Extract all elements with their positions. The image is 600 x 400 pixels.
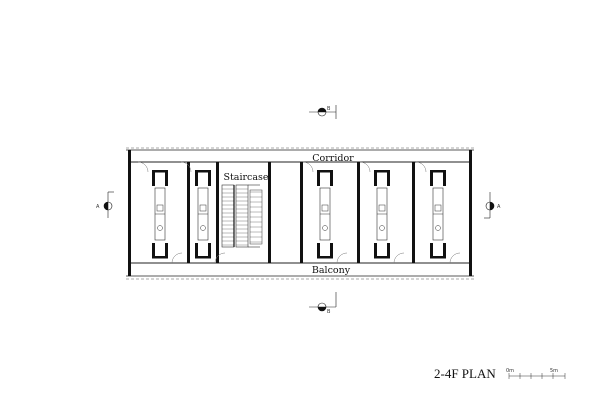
unit-partitions [187,162,415,263]
section-marker-right: A [484,192,501,219]
stair-flight [249,189,263,245]
door-swing [393,252,405,264]
door-swing [336,252,348,264]
wall-stub [195,243,198,258]
staircase-label: Staircase [223,172,268,183]
wall-stub [165,170,168,186]
door-swing [302,161,314,173]
scale-bar-end-label: 5m [550,368,558,374]
wall-stub [387,170,390,186]
sink [322,225,328,231]
wall-stub [165,243,168,258]
scale-bar-start-label: 0m [506,368,514,374]
wall-stub [317,243,320,258]
section-marker-right-letter: A [497,204,501,210]
wall-stub [430,170,433,186]
toilet [434,204,442,212]
section-marker-bottom-letter: B [327,309,331,315]
unit [180,161,226,264]
wall-stub [195,170,211,173]
wall-stub [374,170,390,173]
door-swing [137,161,149,173]
drawing-title: 2-4F PLAN [434,366,496,381]
scale-bar: 0m 5m [506,368,566,379]
unit [137,161,183,264]
section-marker-left-letter: A [96,204,100,210]
door-swing [359,161,371,173]
wall-stub [374,170,377,186]
wall-stub [374,256,390,259]
unit [359,161,405,264]
wall-stub [317,256,333,259]
wall-stub [443,243,446,258]
sink [379,225,385,231]
section-marker-top-letter: B [327,106,331,112]
partition-wall [412,162,415,263]
wall-stub [208,243,211,258]
toilet [321,204,329,212]
toilet [378,204,386,212]
unit-interiors [137,161,461,264]
door-swing [449,252,461,264]
wall-stub [195,256,211,259]
partition-wall [268,162,271,263]
unit [415,161,461,264]
toilet [156,204,164,212]
wall-stub [430,256,446,259]
wall-stub [152,256,168,259]
corridor-label: Corridor [312,153,354,164]
sink [157,225,163,231]
sink [435,225,441,231]
section-marker-left: A [96,191,114,218]
partition-wall [357,162,360,263]
wall-stub [330,243,333,258]
door-swing [214,252,226,264]
section-marker-bottom: B [309,292,337,315]
wall-stub [317,170,320,186]
wall-stub [374,243,377,258]
wall-stub [152,170,168,173]
partition-wall [187,162,190,263]
sink [200,225,206,231]
wall-stub [443,170,446,186]
partition-wall [216,162,219,263]
toilet [199,204,207,212]
wall-stub [430,170,446,173]
door-swing [171,252,183,264]
wall-stub [152,243,155,258]
staircase [221,184,263,248]
door-swing [180,161,192,173]
unit [302,161,348,264]
wall-stub [330,170,333,186]
wall-stub [317,170,333,173]
wall-stub [430,243,433,258]
partition-wall [300,162,303,263]
wall-stub [208,170,211,186]
wall-stub [387,243,390,258]
door-swing [415,161,427,173]
wall-stub [195,170,198,186]
balcony-label: Balcony [312,265,351,276]
wall-stub [152,170,155,186]
section-marker-top: B [309,105,337,119]
